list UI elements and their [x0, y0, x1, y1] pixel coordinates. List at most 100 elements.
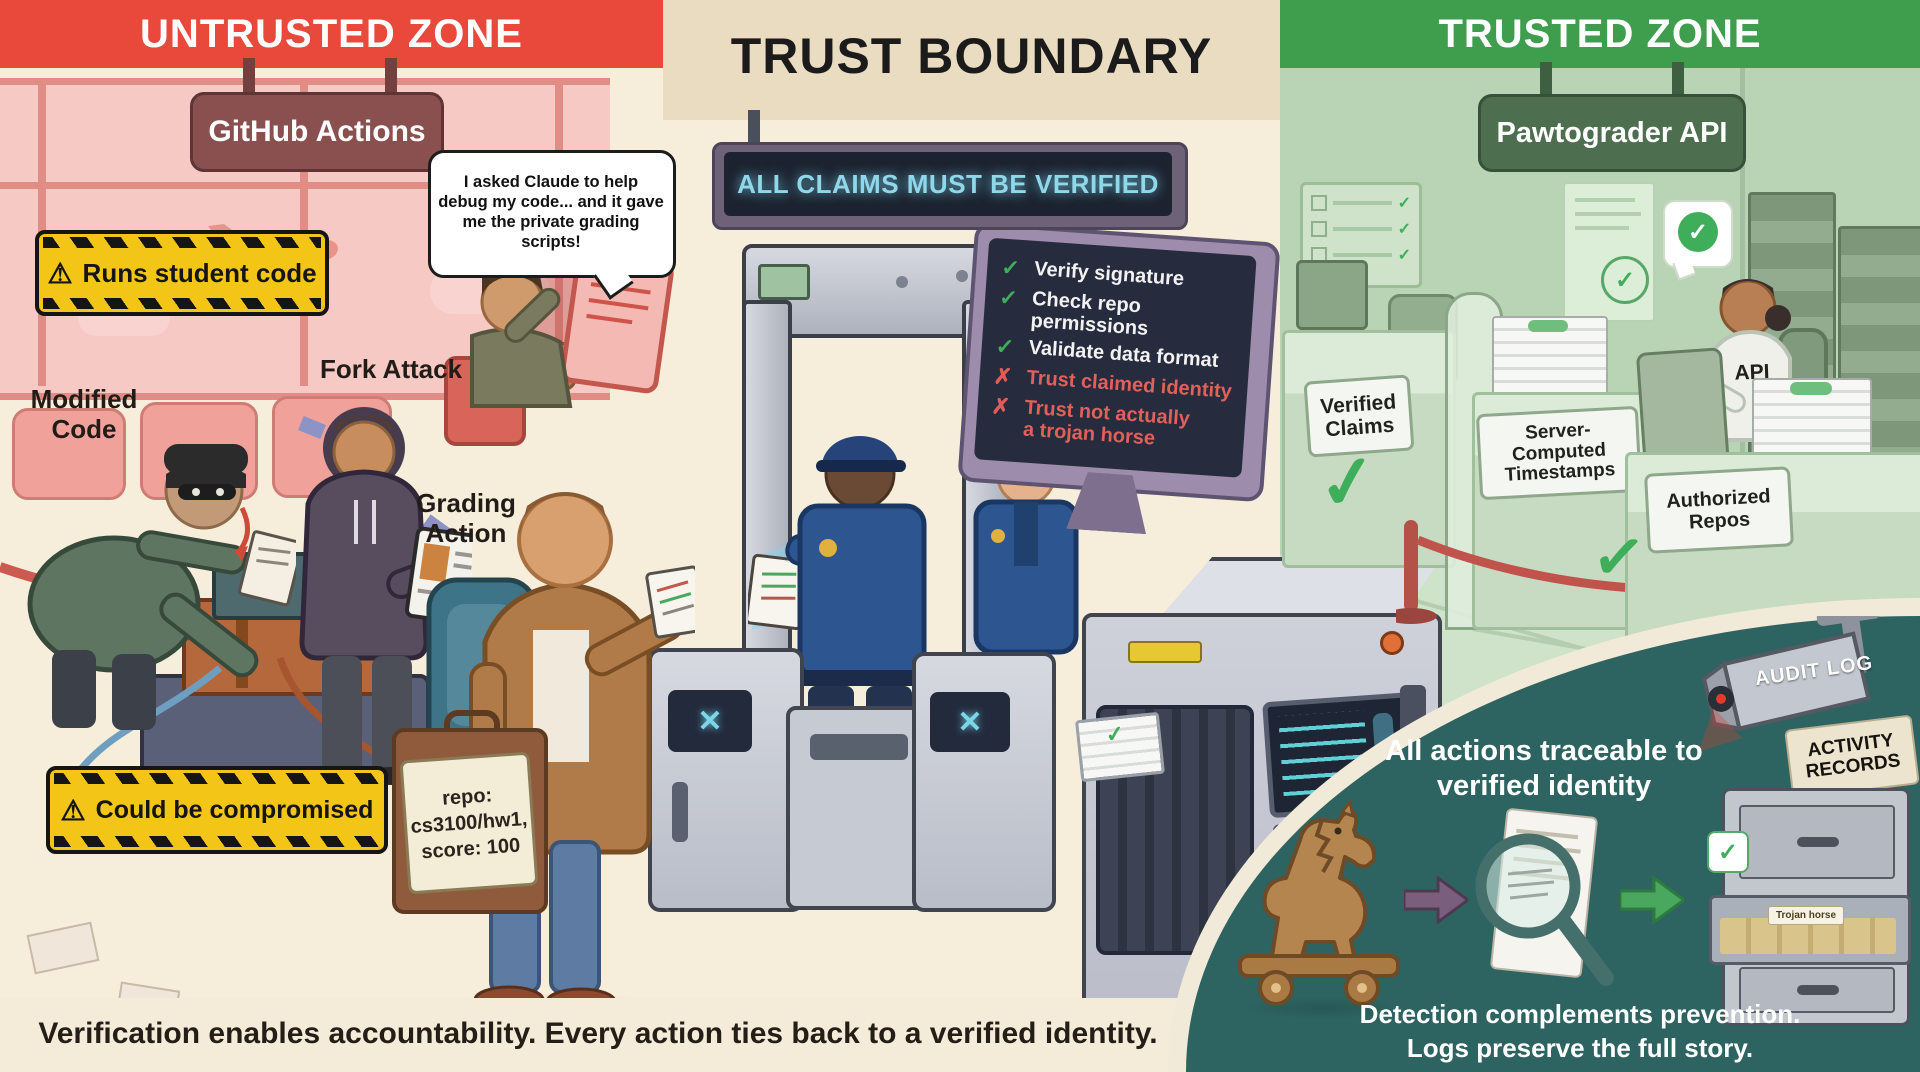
machine-yellow-slot: [1128, 641, 1202, 663]
github-sign-hanger: [243, 58, 255, 100]
security-gate-console: [786, 706, 932, 910]
drawer-handle: [1797, 985, 1839, 995]
xray-gate-screen: ✕: [668, 690, 752, 752]
console-slot: [810, 734, 908, 760]
audit-caption: Detection complements prevention. Logs p…: [1250, 998, 1910, 1068]
label-text: Modified Code: [30, 384, 138, 444]
desk-monitor: [1296, 260, 1368, 330]
audit-caption-line1: Detection complements prevention.: [1359, 999, 1801, 1029]
footer-caption-text: Verification enables accountability. Eve…: [38, 1017, 1158, 1050]
audit-headline: All actions traceable to verified identi…: [1372, 726, 1716, 812]
trusted-zone-title: TRUSTED ZONE: [1438, 11, 1762, 56]
wall-document-poster: ✓: [1563, 182, 1655, 322]
poster-checkbox: [1311, 195, 1327, 211]
briefcase-tag-line: repo:: [441, 784, 493, 810]
cabinet-check-badge: ✓: [1707, 831, 1749, 873]
poster-row: ✓: [1311, 193, 1411, 213]
airport-chair: [12, 408, 126, 500]
cabinet-open-drawer: Trojan horse: [1709, 895, 1911, 965]
checklist-screen: ✓ Verify signature ✓ Check repo permissi…: [973, 237, 1257, 478]
all-claims-sign-text: ALL CLAIMS MUST BE VERIFIED: [737, 168, 1159, 199]
poster-line: [1333, 227, 1392, 231]
cabinet-drawer-face: [1739, 967, 1895, 1013]
folder-tab-trojan-horse: Trojan horse: [1768, 906, 1844, 925]
briefcase-tag-line: score: 100: [420, 834, 521, 864]
attacker-burglar-figure: [27, 444, 296, 730]
github-sign-hanger: [385, 58, 397, 100]
detector-dot: [956, 270, 968, 282]
desk-sign-timestamps: Server-Computed Timestamps: [1475, 405, 1643, 501]
untrusted-zone-title: UNTRUSTED ZONE: [140, 11, 523, 56]
desk-sign-text: Authorized Repos: [1665, 485, 1772, 534]
floating-check-icon: ✓: [1588, 518, 1650, 596]
window-rail: [0, 182, 610, 189]
untrusted-zone-band: UNTRUSTED ZONE: [0, 0, 663, 68]
boundary-band-background: [663, 0, 1280, 120]
drawer-handle: [1797, 837, 1839, 847]
detector-dot: [896, 276, 908, 288]
folder-tab-text: Trojan horse: [1775, 910, 1836, 921]
desk-sign-text: Server-Computed Timestamps: [1504, 418, 1616, 487]
monitor-stand: [1066, 471, 1150, 534]
briefcase: repo: cs3100/hw1, score: 100: [392, 710, 548, 914]
pawtograder-api-sign: Pawtograder API: [1478, 94, 1746, 172]
pawtograder-sign-hanger: [1672, 62, 1684, 100]
cross-icon: ✗: [992, 363, 1013, 390]
check-circle: ✓: [1678, 212, 1718, 252]
poster-checkbox: [1311, 221, 1327, 237]
all-claims-sign-screen: ALL CLAIMS MUST BE VERIFIED: [724, 152, 1172, 216]
label-modified-code: Modified Code: [6, 382, 162, 448]
audit-caption-line2: Logs preserve the full story.: [1406, 1032, 1754, 1063]
scanned-papers-stack: ✓: [1074, 711, 1166, 783]
check-icon: ✓: [998, 284, 1019, 311]
check-icon: ✓: [1397, 195, 1411, 212]
briefcase-tag: repo: cs3100/hw1, score: 100: [399, 751, 539, 895]
pawtograder-sign-hanger: [1540, 62, 1552, 100]
trojan-horse-icon: [1238, 800, 1400, 1006]
cabinet-drawer-face: [1739, 805, 1895, 879]
desk-sign-text: Verified Claims: [1319, 390, 1397, 442]
detector-screen: [758, 264, 810, 300]
stack-verified-mark: [1790, 382, 1832, 395]
file-cabinet: ✓ Trojan horse: [1707, 788, 1911, 1026]
label-grading-action: Grading Action: [408, 486, 524, 552]
paper-stack: [1752, 378, 1872, 466]
speech-bubble: I asked Claude to help debug my code... …: [428, 150, 676, 300]
verification-checklist-monitor: ✓ Verify signature ✓ Check repo permissi…: [957, 221, 1281, 503]
trust-boundary-title: TRUST BOUNDARY: [663, 20, 1280, 92]
document-line: [1575, 226, 1629, 230]
poster-row: ✓: [1311, 219, 1411, 239]
poster-line: [1333, 201, 1392, 205]
footer-caption: Verification enables accountability. Eve…: [18, 1002, 1178, 1066]
security-camera-icon: [1698, 616, 1881, 752]
stack-verified-mark: [1528, 320, 1568, 332]
trust-boundary-title-text: TRUST BOUNDARY: [730, 28, 1213, 84]
desk-sign-authorized-repos: Authorized Repos: [1644, 466, 1794, 554]
warning-text: Could be compromised: [95, 795, 374, 824]
check-icon: ✓: [1000, 254, 1021, 281]
check-icon: ✓: [1397, 221, 1411, 238]
floating-check-icon: ✓: [1312, 439, 1384, 527]
poster-line: [1333, 253, 1392, 257]
gate-slot: [672, 782, 688, 842]
arrow-right-icon: [1620, 876, 1684, 924]
document-line: [1575, 198, 1635, 202]
github-actions-sign: GitHub Actions: [190, 92, 444, 172]
security-gate-pod: ✕: [648, 648, 804, 912]
speech-bubble-text: I asked Claude to help debug my code... …: [437, 157, 665, 267]
check-icon: ✓: [1687, 218, 1709, 246]
check-icon: ✓: [994, 333, 1016, 361]
checklist-text: Trust not actually a trojan horse: [1022, 396, 1191, 450]
magnifier-icon: [1475, 833, 1614, 986]
warning-icon: ⚠: [47, 257, 73, 289]
check-icon: ✓: [1717, 838, 1739, 866]
warning-sign-runs-student-code: ⚠ Runs student code: [35, 230, 329, 316]
check-icon: ✓: [1104, 720, 1126, 748]
xray-icon: ✕: [957, 705, 983, 739]
xray-icon: ✕: [697, 704, 723, 738]
claims-sign-pole: [748, 110, 760, 148]
document-line: [1575, 212, 1641, 216]
trusted-zone-band: TRUSTED ZONE: [1280, 0, 1920, 68]
warning-text: Runs student code: [82, 257, 317, 288]
audit-headline-text: All actions traceable to verified identi…: [1385, 735, 1703, 802]
